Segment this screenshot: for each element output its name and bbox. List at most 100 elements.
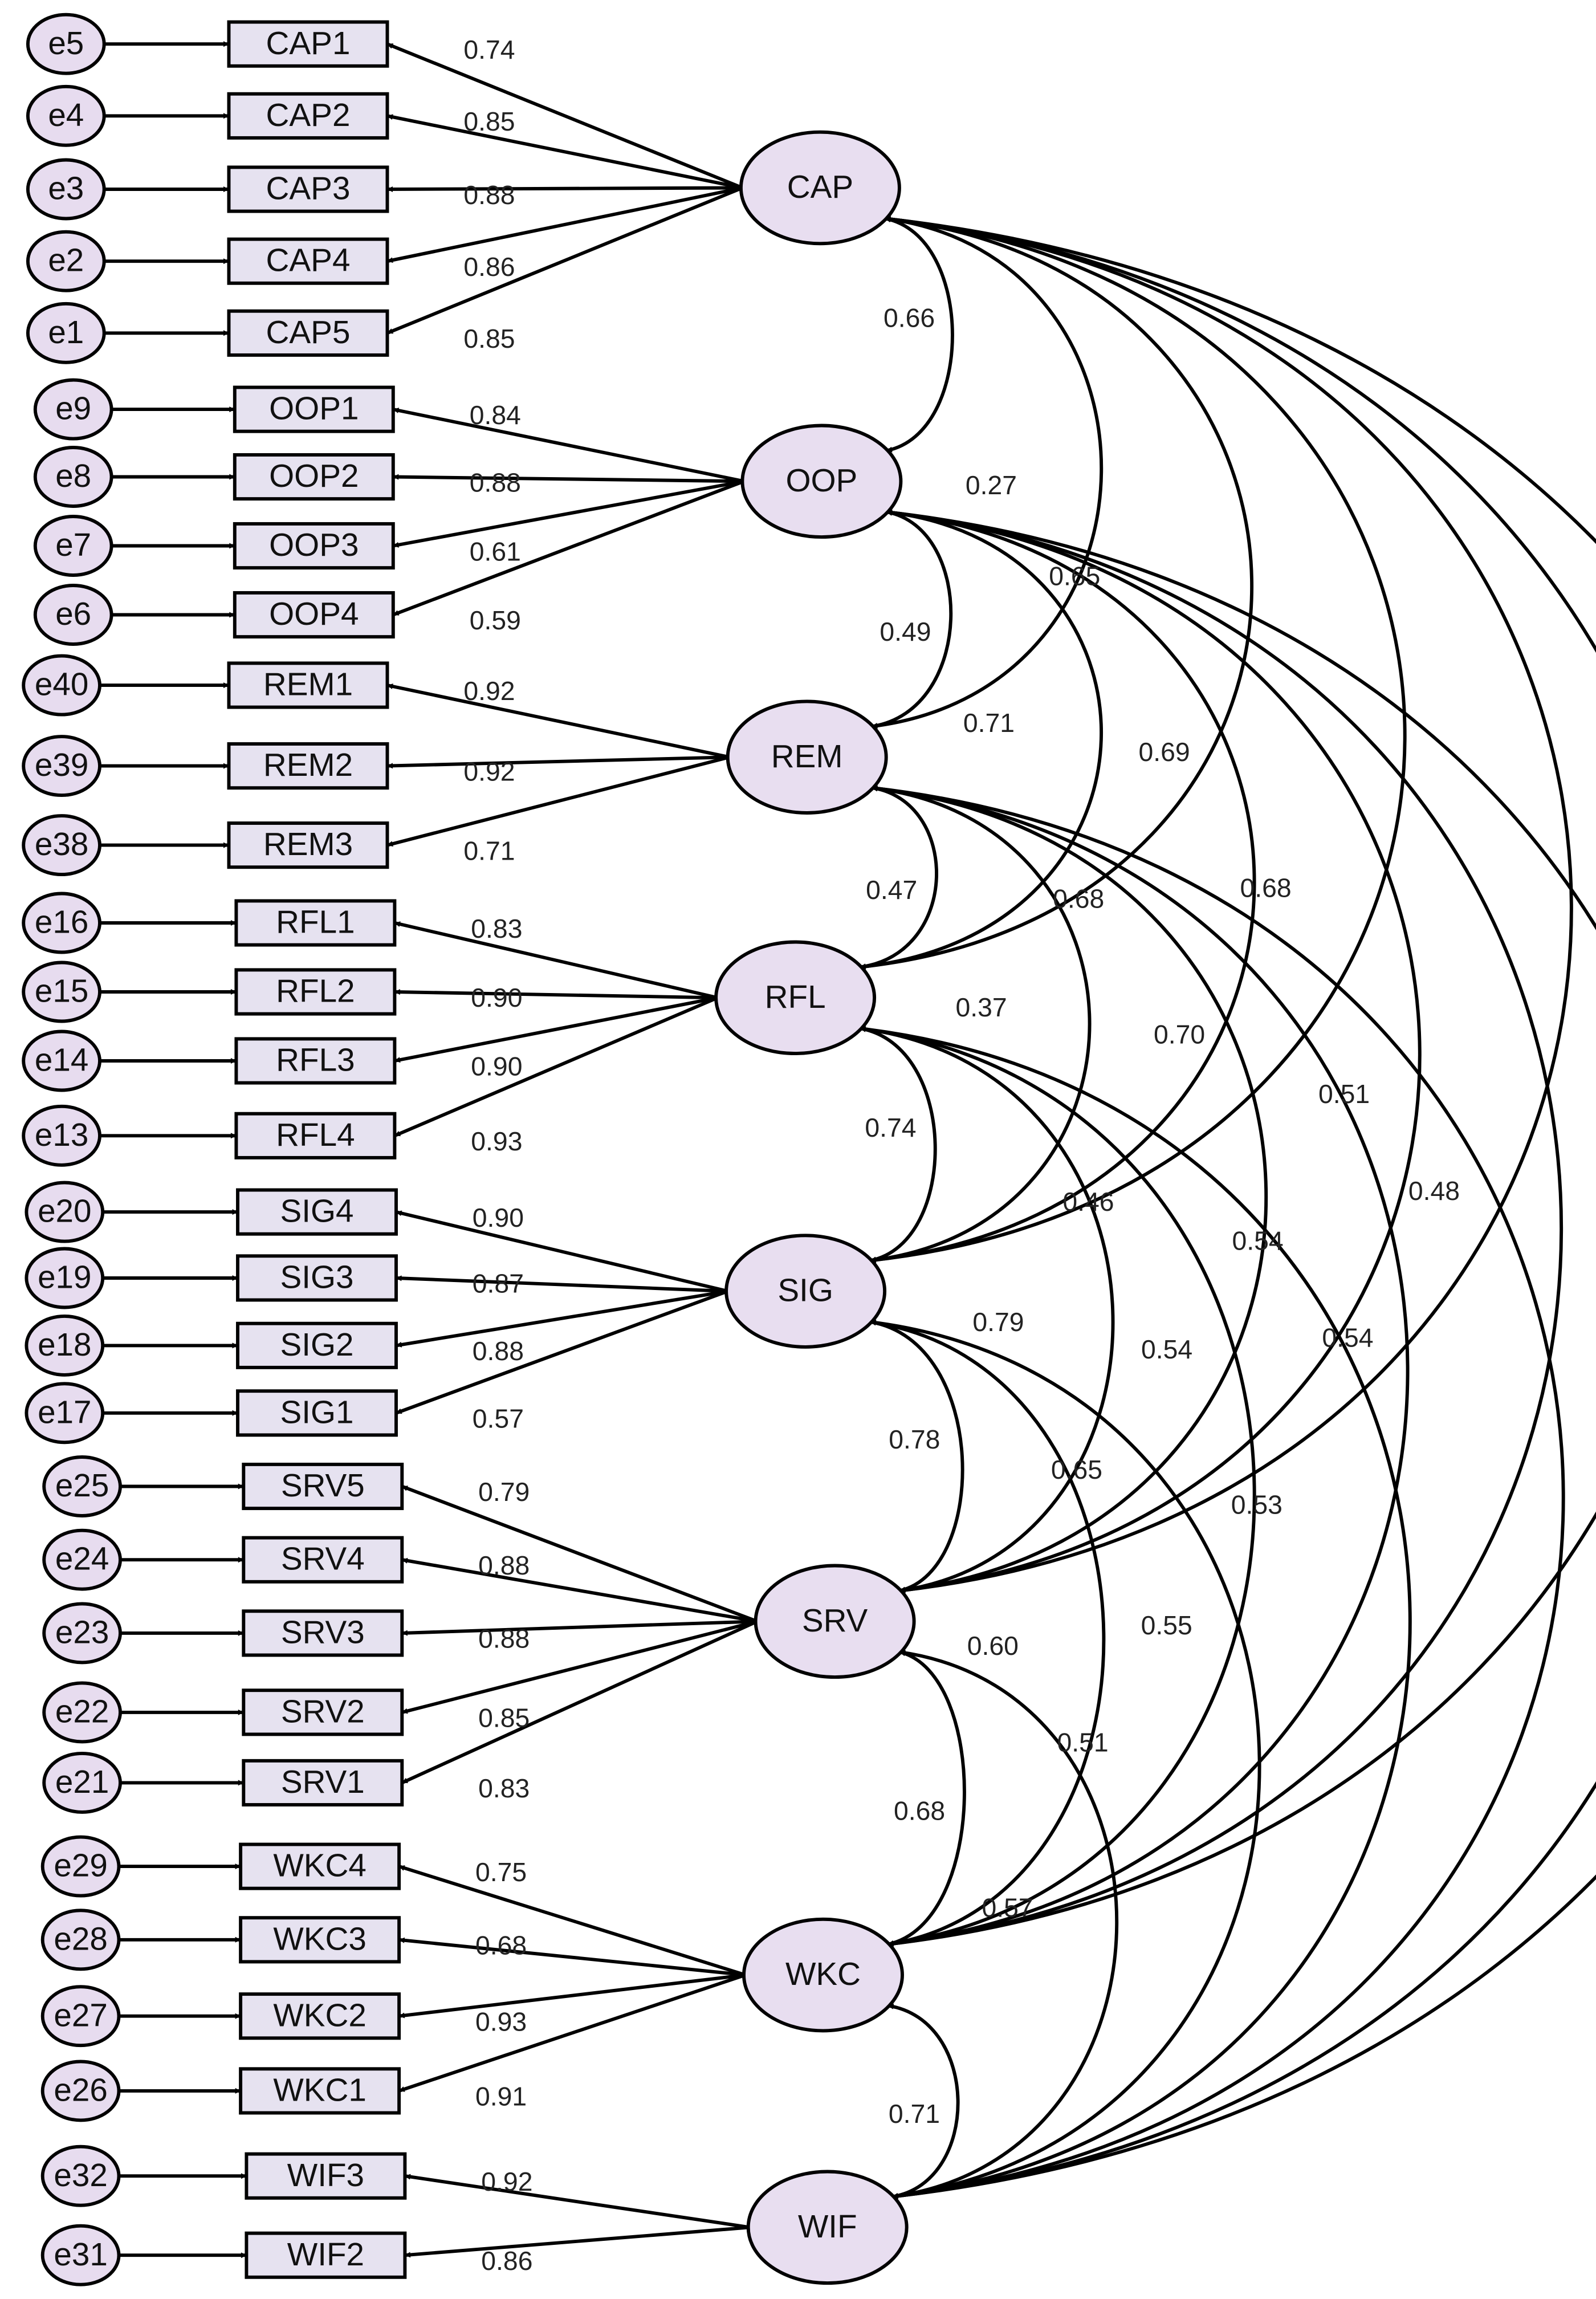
loading-value-rem2: 0.92 xyxy=(463,756,515,786)
covariance-arrow-rfl-srv xyxy=(860,1026,1115,1593)
indicator-srv2: SRV2 xyxy=(242,1688,404,1736)
error-label-e38: e38 xyxy=(35,826,88,862)
error-term-e21: e21 xyxy=(42,1751,122,1814)
indicator-sig3: SIG3 xyxy=(236,1254,398,1302)
latent-wkc: WKC xyxy=(742,1917,904,2033)
covariance-arrow-oop-srv xyxy=(886,510,1422,1593)
covariance-value-rem-rfl: 0.47 xyxy=(866,875,917,905)
loading-value-sig2: 0.88 xyxy=(473,1336,524,1366)
loading-path-sig2 xyxy=(396,1289,728,1348)
coefficient-label-layer: 0.660.270.650.690.680.510.480.490.710.68… xyxy=(463,35,1460,2276)
loading-path-wif2 xyxy=(404,2225,750,2258)
covariance-value-oop-srv: 0.70 xyxy=(1154,1020,1205,1049)
error-term-e17: e17 xyxy=(25,1382,105,1444)
covariance-arrow-sig-wif xyxy=(870,1320,1261,2199)
covariance-value-cap-wkc: 0.51 xyxy=(1318,1079,1370,1109)
error-label-e1: e1 xyxy=(48,314,84,350)
indicator-srv4: SRV4 xyxy=(242,1536,404,1584)
error-label-e13: e13 xyxy=(35,1117,88,1153)
loading-value-srv5: 0.79 xyxy=(478,1477,530,1507)
indicator-label-sig4: SIG4 xyxy=(280,1193,353,1229)
loading-path-wkc3 xyxy=(398,1937,746,1977)
indicator-rem3: REM3 xyxy=(227,821,389,869)
error-label-e25: e25 xyxy=(55,1467,109,1503)
error-term-e8: e8 xyxy=(33,446,113,508)
indicator-label-oop1: OOP1 xyxy=(269,390,359,426)
loading-value-cap1: 0.74 xyxy=(463,35,515,64)
indicator-srv5: SRV5 xyxy=(242,1462,404,1511)
covariance-value-rfl-wkc: 0.65 xyxy=(1051,1455,1102,1484)
covariance-value-oop-rem: 0.49 xyxy=(880,617,931,646)
indicator-label-wkc3: WKC3 xyxy=(273,1920,367,1956)
loading-value-cap4: 0.86 xyxy=(463,252,515,282)
indicator-wif3: WIF3 xyxy=(245,2152,407,2200)
latent-label-wif: WIF xyxy=(798,2208,857,2244)
indicator-rem2: REM2 xyxy=(227,742,389,790)
loading-path-srv1 xyxy=(401,1620,758,1785)
indicator-label-wif3: WIF3 xyxy=(287,2157,364,2193)
error-term-e14: e14 xyxy=(22,1030,101,1092)
error-term-e7: e7 xyxy=(33,515,113,577)
covariance-arrow-cap-sig xyxy=(870,216,1407,1263)
indicator-label-rfl4: RFL4 xyxy=(276,1117,355,1153)
latent-rfl: RFL xyxy=(714,940,877,1056)
covariance-value-cap-rem: 0.27 xyxy=(966,470,1017,500)
error-term-e24: e24 xyxy=(42,1528,122,1591)
loading-path-rem2 xyxy=(387,755,730,769)
covariance-arrow-rem-sig xyxy=(870,786,1092,1263)
covariance-arrow-srv-wif xyxy=(892,1650,1119,2199)
indicator-cap1: CAP1 xyxy=(227,20,389,68)
indicator-sig1: SIG1 xyxy=(236,1389,398,1437)
loading-path-cap1 xyxy=(386,42,743,190)
loading-path-wkc4 xyxy=(398,1865,746,1977)
loading-value-cap3: 0.88 xyxy=(463,180,515,210)
indicator-label-srv1: SRV1 xyxy=(281,1764,365,1800)
covariance-arrow-wkc-wif xyxy=(887,2003,960,2199)
latent-sig: SIG xyxy=(724,1234,887,1349)
loading-path-srv3 xyxy=(401,1620,758,1636)
indicator-sig2: SIG2 xyxy=(236,1321,398,1369)
indicator-label-rfl2: RFL2 xyxy=(276,973,355,1009)
indicator-sig4: SIG4 xyxy=(236,1188,398,1236)
loading-value-oop4: 0.59 xyxy=(470,605,521,635)
covariance-arrow-oop-rfl xyxy=(860,510,1103,970)
indicator-label-cap2: CAP2 xyxy=(266,97,351,133)
covariance-value-sig-wkc: 0.60 xyxy=(967,1631,1019,1661)
covariance-arrow-rfl-wkc xyxy=(860,1026,1256,1947)
loading-path-cap2 xyxy=(386,114,743,190)
loading-path-cap5 xyxy=(386,186,743,335)
covariance-value-oop-wkc: 0.54 xyxy=(1232,1226,1284,1255)
covariance-value-srv-wkc: 0.68 xyxy=(894,1796,945,1825)
indicator-label-rem3: REM3 xyxy=(263,826,353,862)
error-term-e2: e2 xyxy=(26,230,106,292)
loading-path-srv5 xyxy=(401,1484,758,1623)
indicator-label-sig1: SIG1 xyxy=(280,1394,353,1430)
indicator-oop1: OOP1 xyxy=(233,385,395,433)
error-term-e38: e38 xyxy=(22,814,101,877)
indicator-label-oop2: OOP2 xyxy=(269,458,359,494)
error-label-e8: e8 xyxy=(55,458,91,494)
error-term-e32: e32 xyxy=(40,2145,121,2207)
covariance-arrow-rem-wif xyxy=(872,786,1565,2199)
error-term-e20: e20 xyxy=(25,1181,105,1243)
loading-path-rfl1 xyxy=(394,921,718,1000)
indicator-srv1: SRV1 xyxy=(242,1759,404,1806)
indicator-label-oop4: OOP4 xyxy=(269,596,359,632)
error-term-e22: e22 xyxy=(42,1681,122,1744)
covariance-arrow-srv-wkc xyxy=(887,1650,966,1946)
loading-path-rfl4 xyxy=(394,996,719,1138)
error-label-e4: e4 xyxy=(48,97,84,133)
error-term-e26: e26 xyxy=(40,2060,121,2122)
latent-label-srv: SRV xyxy=(802,1602,868,1638)
indicator-label-srv2: SRV2 xyxy=(281,1693,365,1729)
loading-path-sig4 xyxy=(396,1210,728,1293)
covariance-value-rfl-sig: 0.74 xyxy=(865,1113,916,1142)
covariance-arrow-oop-wkc xyxy=(886,510,1563,1947)
loading-value-oop3: 0.61 xyxy=(470,536,521,566)
error-label-e32: e32 xyxy=(54,2157,107,2193)
covariance-value-oop-wif: 0.54 xyxy=(1322,1323,1373,1352)
loading-value-wkc3: 0.68 xyxy=(475,1931,527,1960)
indicator-wkc4: WKC4 xyxy=(239,1842,401,1890)
loading-path-cap4 xyxy=(386,186,743,263)
indicator-label-srv5: SRV5 xyxy=(281,1467,365,1503)
